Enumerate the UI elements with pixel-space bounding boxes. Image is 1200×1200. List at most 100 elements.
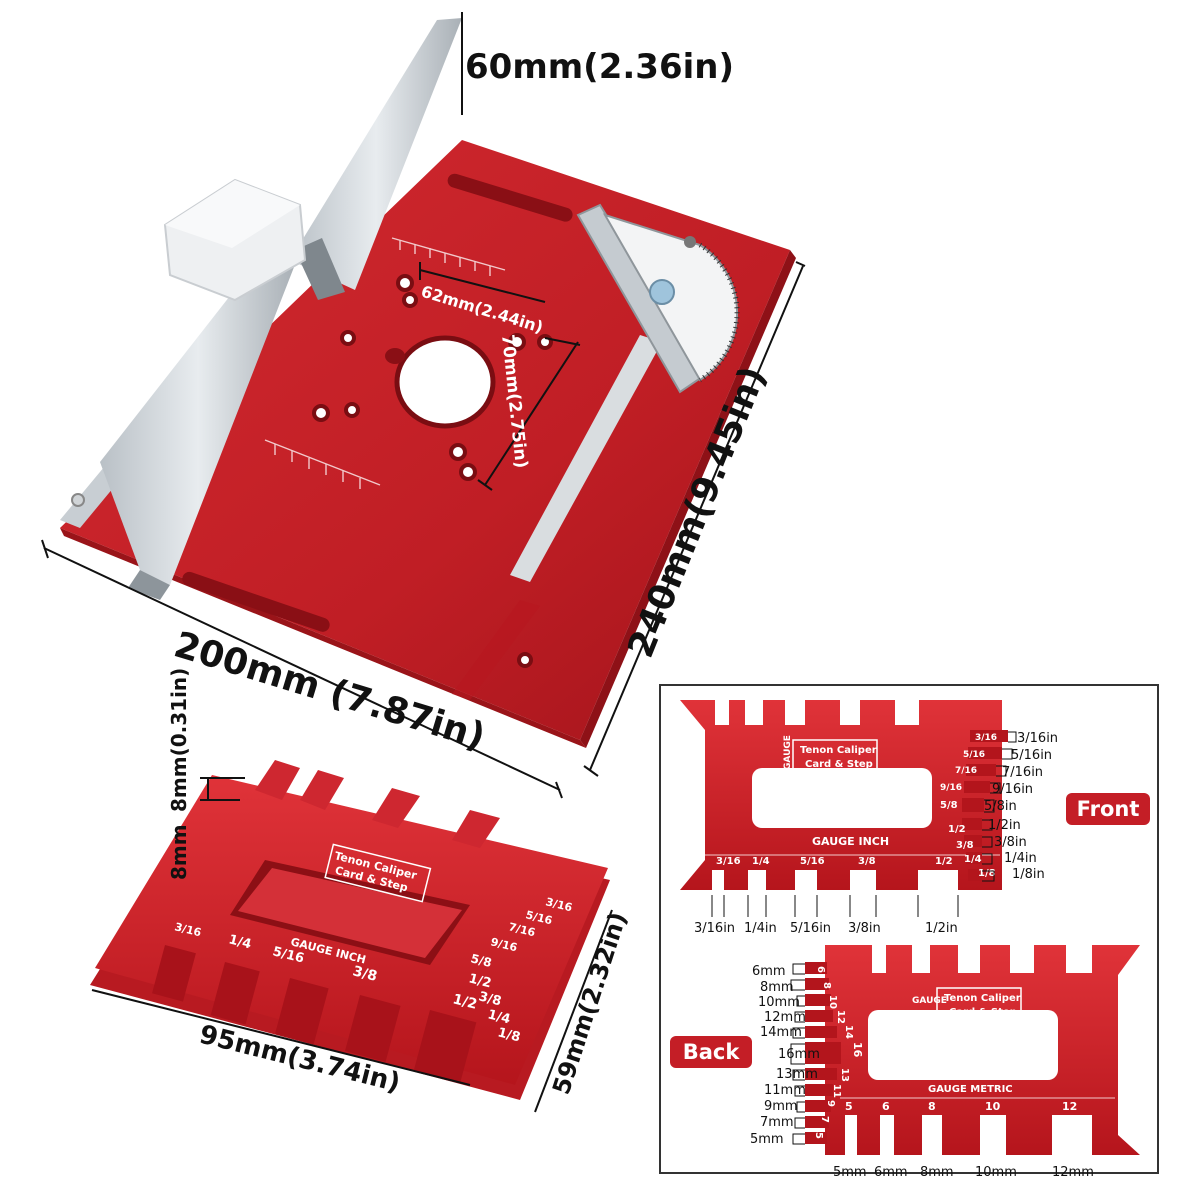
svg-text:10: 10 xyxy=(827,995,838,1009)
back-gauge-notches-bottom xyxy=(845,1115,1092,1157)
svg-text:12mm: 12mm xyxy=(1052,1165,1094,1180)
gauge-thickness-label: 8mm(0.31in) xyxy=(167,668,191,812)
protractor-knob xyxy=(649,279,675,305)
gauge-dimension-lines xyxy=(91,777,613,1113)
back-gauge-side-tag: GAUGE xyxy=(912,996,947,1006)
svg-text:1/4in: 1/4in xyxy=(744,921,777,936)
svg-text:7/16: 7/16 xyxy=(507,920,537,939)
svg-text:5/16: 5/16 xyxy=(963,750,985,760)
svg-text:9/16: 9/16 xyxy=(940,783,962,793)
front-gauge: Tenon Caliper Card & Step GAUGE GAUGE IN… xyxy=(680,700,1008,892)
center-notch xyxy=(385,348,405,364)
svg-text:1/2: 1/2 xyxy=(467,971,493,991)
svg-text:3/16: 3/16 xyxy=(544,895,574,914)
back-gauge-title-line2: Card & Step xyxy=(949,1007,1017,1018)
back-gauge-side-marks: 6 8 10 12 14 16 13 11 9 7 5 xyxy=(813,966,864,1139)
slot-top xyxy=(447,173,573,222)
svg-text:10: 10 xyxy=(985,1100,1001,1113)
svg-text:1/4in: 1/4in xyxy=(1004,851,1037,866)
bit-guard-top xyxy=(165,180,300,248)
svg-text:16mm: 16mm xyxy=(778,1047,820,1062)
front-gauge-title-line2: Card & Step xyxy=(805,759,873,770)
svg-text:9: 9 xyxy=(825,1100,836,1107)
back-gauge-title-line1: Tenon Caliper xyxy=(944,993,1021,1004)
svg-text:3/8: 3/8 xyxy=(956,840,974,851)
front-gauge-title-box xyxy=(792,739,878,773)
svg-text:1/2in: 1/2in xyxy=(925,921,958,936)
svg-text:3/8: 3/8 xyxy=(858,856,876,867)
back-gauge-brand: GAUGE METRIC xyxy=(928,1084,1013,1095)
svg-text:7/16in: 7/16in xyxy=(1002,765,1043,780)
back-gauge: Tenon Caliper Card & Step GAUGE GAUGE ME… xyxy=(805,945,1140,1157)
gauge-thickness-full-label: 8mm xyxy=(167,824,191,880)
gauge-inch-marks-bottom: 3/16 1/4 5/16 3/8 1/2 xyxy=(173,920,479,1013)
plate-right-edge xyxy=(580,250,796,748)
back-gauge-title-box xyxy=(936,987,1022,1021)
miter-channel xyxy=(510,335,662,582)
front-gauge-title-line1: Tenon Caliper xyxy=(800,745,877,756)
svg-text:5/8: 5/8 xyxy=(940,800,958,811)
front-side-size-labels: 3/16in 5/16in 7/16in 9/16in 5/8in 1/2in … xyxy=(984,731,1058,882)
svg-text:7mm: 7mm xyxy=(760,1115,794,1130)
protractor-ticks xyxy=(698,242,740,383)
svg-text:1/8: 1/8 xyxy=(496,1025,522,1045)
gauge-teeth-bottom xyxy=(152,945,477,1083)
fence-foot-left xyxy=(128,570,170,600)
svg-text:3/8: 3/8 xyxy=(477,989,503,1009)
fence-knob xyxy=(71,493,85,507)
front-label: Front xyxy=(1066,793,1150,825)
svg-text:7/16: 7/16 xyxy=(955,766,977,776)
svg-text:5/16in: 5/16in xyxy=(1011,748,1052,763)
front-gauge-bottom-marks: 3/16 1/4 5/16 3/8 1/2 xyxy=(716,856,953,867)
slot-bottom xyxy=(182,571,330,632)
svg-text:1/2: 1/2 xyxy=(948,824,966,835)
svg-text:10mm: 10mm xyxy=(975,1165,1017,1180)
svg-text:5/16: 5/16 xyxy=(524,908,554,927)
svg-text:9mm: 9mm xyxy=(764,1099,798,1114)
svg-text:11mm: 11mm xyxy=(764,1083,806,1098)
svg-text:3/8in: 3/8in xyxy=(848,921,881,936)
svg-text:5/16: 5/16 xyxy=(271,944,306,966)
back-label: Back xyxy=(670,1036,752,1068)
miter-gauge xyxy=(576,203,740,394)
fence-face-left xyxy=(100,260,296,585)
fence-profile-right xyxy=(295,238,345,300)
back-gauge-window xyxy=(868,1010,1058,1080)
svg-text:5/16: 5/16 xyxy=(800,856,825,867)
svg-text:7: 7 xyxy=(819,1116,830,1123)
front-side-callouts xyxy=(982,731,1017,882)
svg-text:9/16: 9/16 xyxy=(489,935,519,954)
back-side-callouts xyxy=(790,963,805,1145)
protractor-pivot xyxy=(684,236,696,248)
back-gauge-notches-top xyxy=(872,945,1092,973)
svg-text:10mm: 10mm xyxy=(758,995,800,1010)
svg-text:3/16in: 3/16in xyxy=(694,921,735,936)
svg-text:5/8in: 5/8in xyxy=(984,799,1017,814)
back-bottom-size-labels: 5mm 6mm 8mm 10mm 12mm xyxy=(833,1165,1094,1180)
fence-face-right xyxy=(290,18,462,290)
svg-text:8: 8 xyxy=(928,1100,936,1113)
svg-text:5: 5 xyxy=(845,1100,853,1113)
table-dimension-lines xyxy=(41,12,806,799)
front-gauge-steps xyxy=(962,730,1008,881)
svg-text:3/16: 3/16 xyxy=(975,733,997,743)
front-gauge-notches-top xyxy=(715,700,919,725)
svg-text:13: 13 xyxy=(839,1068,850,1082)
svg-text:3/16in: 3/16in xyxy=(1017,731,1058,746)
svg-text:14: 14 xyxy=(843,1025,854,1039)
mounting-holes xyxy=(312,274,553,668)
svg-text:3/8: 3/8 xyxy=(351,963,379,984)
svg-text:5/8: 5/8 xyxy=(469,951,493,970)
miter-channel-end xyxy=(452,600,540,700)
engraved-ruler-bottom xyxy=(264,439,381,489)
gauge-teeth-top xyxy=(255,760,500,848)
svg-text:11: 11 xyxy=(831,1084,842,1098)
svg-text:14mm: 14mm xyxy=(760,1025,802,1040)
svg-text:8mm: 8mm xyxy=(920,1165,954,1180)
svg-text:5: 5 xyxy=(813,1132,824,1139)
front-bottom-callouts xyxy=(711,895,959,917)
engraved-ruler-top xyxy=(391,237,506,276)
svg-text:16: 16 xyxy=(851,1042,864,1058)
svg-text:6mm: 6mm xyxy=(874,1165,908,1180)
front-gauge-brand: GAUGE INCH xyxy=(812,835,889,848)
